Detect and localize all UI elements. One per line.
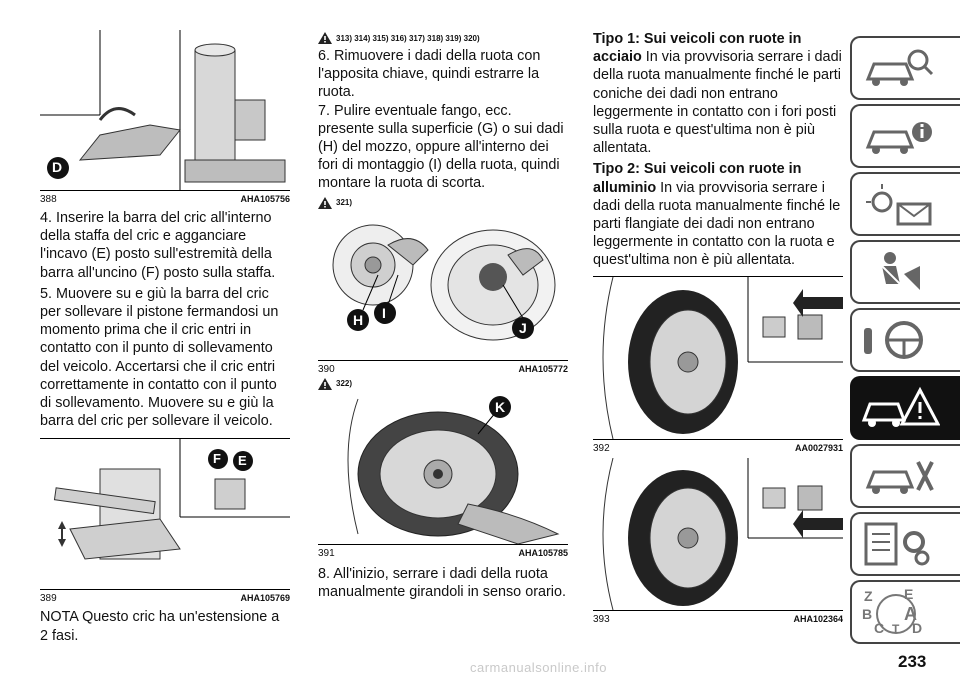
warning-refs-3: 322) (318, 377, 568, 390)
index-letter: C (874, 620, 885, 636)
callout-e: E (238, 453, 247, 469)
mounting-spare-wheel-illustration (318, 393, 568, 544)
car-tools-icon (865, 461, 934, 494)
figure-code: AHA105785 (518, 547, 568, 558)
tab-car-info[interactable] (850, 104, 960, 168)
index-letter: B (862, 606, 873, 622)
jack-handle-illustration (40, 30, 290, 190)
car-breakdown-warning-icon (861, 386, 940, 427)
figure-number: 393 (593, 613, 610, 625)
index-letter: A (904, 604, 917, 624)
figure-392: 392 AA0027931 (593, 275, 843, 454)
column-2: 313) 314) 315) 316) 317) 318) 319) 320) … (318, 30, 568, 601)
hub-wheel-cleaning-illustration (318, 214, 568, 360)
warning-references: 313) 314) 315) 316) 317) 318) 319) 320) (336, 33, 480, 43)
type-1-heading: Tipo 1: Sui veicoli con ruote in acciaio (593, 31, 802, 66)
type-1-paragraph: Tipo 1: Sui veicoli con ruote in acciaio… (593, 30, 843, 157)
figure-390: H I J 390 AHA105772 (318, 214, 568, 375)
tab-car-search[interactable] (850, 36, 960, 100)
warning-light-message-icon (866, 184, 932, 226)
figure-code: AHA105772 (518, 363, 568, 374)
callout-j: J (519, 319, 527, 336)
figure-391-caption: 391 AHA105785 (318, 543, 568, 559)
tab-in-emergency[interactable] (850, 376, 960, 440)
step-7-text: 7. Pulire eventuale fango, ecc. presente… (318, 102, 564, 192)
figure-code: AA0027931 (794, 442, 843, 453)
tab-index[interactable]: Z E B A C T D (850, 580, 960, 644)
steel-wheel-nuts-illustration (593, 276, 843, 439)
alphabetical-index-icon (876, 594, 916, 634)
index-letter: T (892, 622, 900, 636)
warning-triangle-icon (318, 196, 332, 209)
footer-watermark: carmanualsonline.info (470, 660, 607, 675)
column-3: Tipo 1: Sui veicoli con ruote in acciaio… (593, 30, 843, 625)
car-info-icon (865, 122, 932, 154)
tab-warning-lights[interactable] (850, 172, 960, 236)
key-steering-wheel-icon (864, 321, 923, 359)
tab-maintenance[interactable] (850, 444, 960, 508)
figure-388-caption: 388 AHA105756 (40, 190, 290, 205)
figure-number: 388 (40, 194, 57, 205)
warning-refs-2: 321) (318, 196, 568, 209)
warning-triangle-icon (318, 32, 332, 44)
index-letter: E (904, 586, 914, 602)
tab-safety[interactable] (850, 240, 960, 304)
tab-starting-driving[interactable] (850, 308, 960, 372)
figure-number: 389 (40, 593, 57, 605)
type-2-heading: Tipo 2: Sui veicoli con ruote in allumin… (593, 161, 802, 196)
index-letter: D (912, 620, 923, 636)
warning-references: 322) (336, 379, 353, 389)
figure-code: AHA102364 (793, 613, 843, 624)
airbag-seat-icon (879, 252, 920, 290)
figure-389: F E 389 AHA105769 (40, 438, 290, 605)
specifications-gears-icon (864, 522, 930, 566)
car-search-icon (865, 49, 934, 86)
alloy-wheel-nuts-illustration (593, 457, 843, 610)
warning-refs-1: 313) 314) 315) 316) 317) 318) 319) 320) (318, 32, 568, 44)
callout-f: F (213, 451, 221, 467)
index-letter: Z (864, 588, 873, 604)
type-2-text: In via provvisoria serrare i dadi della … (593, 179, 841, 269)
figure-number: 391 (318, 547, 335, 559)
figure-390-caption: 390 AHA105772 (318, 359, 568, 375)
figure-code: AHA105769 (240, 593, 290, 604)
note-text: NOTA Questo cric ha un'estensione a 2 fa… (40, 609, 280, 644)
figure-number: 392 (593, 442, 610, 454)
step-4-text: 4. Inserire la barra del cric all'intern… (40, 210, 276, 281)
figure-389-caption: 389 AHA105769 (40, 589, 290, 604)
step-8-text: 8. All'inizio, serrare i dadi della ruot… (318, 565, 566, 600)
figure-code: AHA105756 (240, 194, 290, 204)
callout-h: H (353, 311, 364, 328)
type-2-paragraph: Tipo 2: Sui veicoli con ruote in allumin… (593, 160, 843, 269)
step-6-text: 6. Rimuovere i dadi della ruota con l'ap… (318, 48, 541, 101)
figure-number: 390 (318, 363, 335, 375)
column-1: D 388 AHA105756 4. Inserire la barra del… (40, 30, 290, 645)
figure-393-caption: 393 AHA102364 (593, 609, 843, 625)
warning-triangle-icon (318, 377, 332, 390)
page-number: 233 (898, 652, 927, 671)
jack-bar-hook-illustration (40, 439, 290, 590)
figure-392-caption: 392 AA0027931 (593, 438, 843, 454)
figure-393: 393 AHA102364 (593, 457, 843, 625)
callout-d: D (52, 159, 63, 175)
figure-391: K 391 AHA105785 (318, 393, 568, 559)
warning-references: 321) (336, 198, 353, 208)
step-5-text: 5. Muovere su e giù la barra del cric pe… (40, 285, 279, 430)
type-1-text: In via provvisoria serrare i dadi della … (593, 49, 842, 157)
callout-i: I (382, 304, 386, 321)
figure-388: D 388 AHA105756 (40, 30, 290, 205)
callout-k: K (495, 398, 506, 415)
tab-technical-data[interactable] (850, 512, 960, 576)
